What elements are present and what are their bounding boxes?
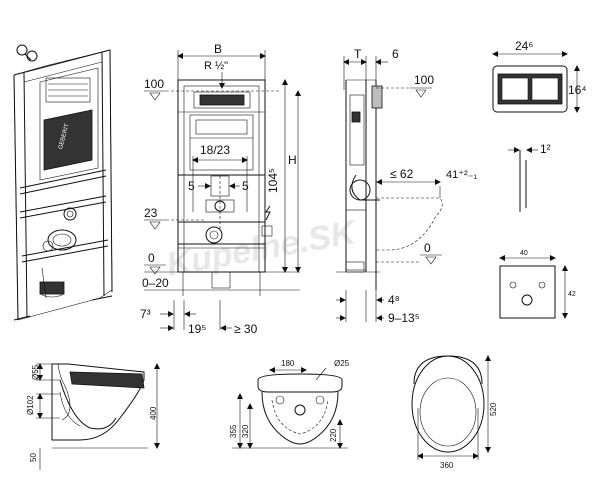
bowl-top-360-label: 360 (440, 461, 454, 470)
plate-depth-label: 1² (540, 142, 551, 156)
flush-plate-view: 24⁶ 16⁴ 1² (492, 39, 587, 212)
bowl-side-50-label: 50 (29, 453, 38, 462)
floor-range-label: 0–20 (142, 276, 169, 290)
pan-height-label: 41⁺²₋₁ (446, 169, 478, 181)
bowl-front-25-label: Ø25 (334, 359, 350, 368)
plate-width-label: 24⁶ (515, 39, 533, 53)
wall-label: 6 (392, 47, 399, 61)
spacing-label: 18/23 (200, 143, 230, 157)
bowl-top-520-label: 520 (489, 402, 498, 416)
reach-label: ≤ 62 (390, 167, 414, 181)
depth-label: T (354, 47, 362, 61)
bowl-front-220-label: 220 (329, 428, 338, 442)
bowl-side-102-label: Ø102 (26, 395, 35, 415)
bowl-front-320-label: 320 (241, 424, 250, 438)
side-level-top-label: 100 (414, 73, 434, 87)
bowl-top-view: 360 520 (411, 355, 498, 470)
offset-left-label: 5 (188, 179, 195, 193)
isometric-frame-view: GEBERIT (13, 44, 113, 321)
bowl-side-400-label: 400 (149, 406, 158, 420)
bottom-mid-label: 19⁵ (188, 322, 206, 336)
mounting-template: 40 42 (499, 250, 576, 319)
height-label: H (288, 153, 297, 167)
electric-icon (261, 205, 273, 237)
brand-plate: GEBERIT (43, 109, 93, 171)
side-level-zero-label: 0 (424, 241, 431, 255)
level-top-label: 100 (144, 77, 164, 91)
side-view: T 6 100 ≤ 62 41⁺²₋₁ 0 (336, 47, 478, 325)
level-mid-label: 23 (144, 206, 158, 220)
thread-label: R ½" (204, 60, 228, 72)
bowl-side-view: Ø55 Ø102 50 400 (26, 363, 160, 470)
bowl-front-view: 180 Ø25 355 320 220 (229, 359, 350, 449)
bowl-side-55-label: Ø55 (31, 364, 40, 380)
plate-height-label: 16⁴ (568, 83, 587, 97)
template-top-label: 40 (520, 250, 528, 257)
width-label: B (214, 42, 222, 56)
bowl-front-180-label: 180 (281, 359, 295, 368)
template-side-label: 42 (568, 291, 576, 298)
range-label: 9–13⁵ (388, 311, 420, 325)
level-zero-label: 0 (148, 251, 155, 265)
bottom-right-label: ≥ 30 (234, 322, 258, 336)
foot-label: 4⁸ (388, 293, 400, 307)
flush-plate (492, 65, 568, 113)
offset-right-label: 5 (242, 179, 249, 193)
bowl-front-355-label: 355 (229, 424, 238, 438)
total-height-label: 104⁵ (266, 168, 280, 193)
watermark: Kupelne.SK (164, 213, 361, 284)
supply-valve-icon (16, 44, 38, 62)
bottom-left-label: 7³ (140, 307, 151, 321)
front-view: B R ½" 100 18/23 5 5 (140, 42, 301, 336)
